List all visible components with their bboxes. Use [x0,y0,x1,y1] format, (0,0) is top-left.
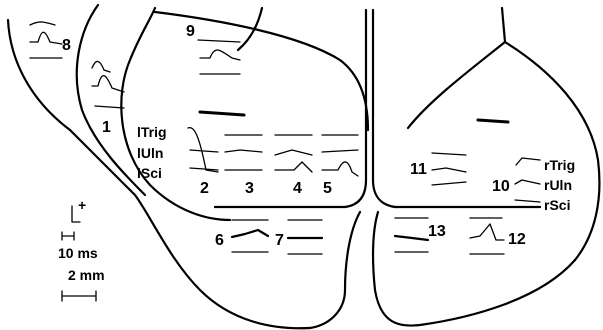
site-number-13: 13 [428,223,446,240]
trace-group-11 [432,153,466,185]
trace-group-6 [232,220,268,252]
label-right-sciatic: rSci [544,197,570,213]
dark-bar-left [200,112,244,115]
site-number-5: 5 [323,180,332,197]
site-number-1: 1 [102,119,111,136]
trace-group-7 [288,220,322,254]
trace-group-9 [198,40,240,74]
trace-group-13 [395,218,428,252]
site-number-6: 6 [215,232,224,249]
time-scale-label: 10 ms [58,245,98,261]
site-number-8: 8 [62,37,71,54]
trace-group-10 [515,158,540,202]
lower-vermis-right [373,212,575,326]
distance-scale-label: 2 mm [68,267,105,283]
trace-group-5 [322,135,358,176]
label-left-sciatic: lSci [137,165,162,181]
site-number-10: 10 [492,178,510,195]
label-left-trigeminal: lTrig [137,124,167,140]
site-number-9: 9 [186,23,195,40]
trace-group-2 [188,128,218,172]
trace-group-1 [92,61,124,108]
scale-bars: + 10 ms 2 mm [58,197,105,301]
site-number-4: 4 [293,180,302,197]
site-number-7: 7 [275,232,284,249]
trace-group-8 [30,22,62,58]
trace-group-4 [275,135,312,172]
left-fold-1 [77,5,145,195]
calibration-polarity: + [78,197,86,213]
time-scale-bar [62,232,74,240]
site-number-11: 11 [410,161,427,178]
right-hemisphere-top [408,8,505,128]
midline-right [373,10,395,207]
midline-left [345,10,366,207]
dark-bar-right [478,120,508,122]
distance-scale-bar [62,291,96,301]
right-hemisphere-side [505,42,599,260]
trace-group-3 [225,135,262,170]
site-number-2: 2 [200,180,209,197]
lower-vermis-left [310,212,360,328]
site-number-3: 3 [245,180,254,197]
site-number-12: 12 [508,231,526,248]
recording-traces [30,22,540,254]
label-left-ulnar: lUln [137,145,163,161]
label-right-trigeminal: rTrig [544,157,575,173]
trace-group-12 [470,218,504,254]
label-right-ulnar: rUln [544,177,572,193]
